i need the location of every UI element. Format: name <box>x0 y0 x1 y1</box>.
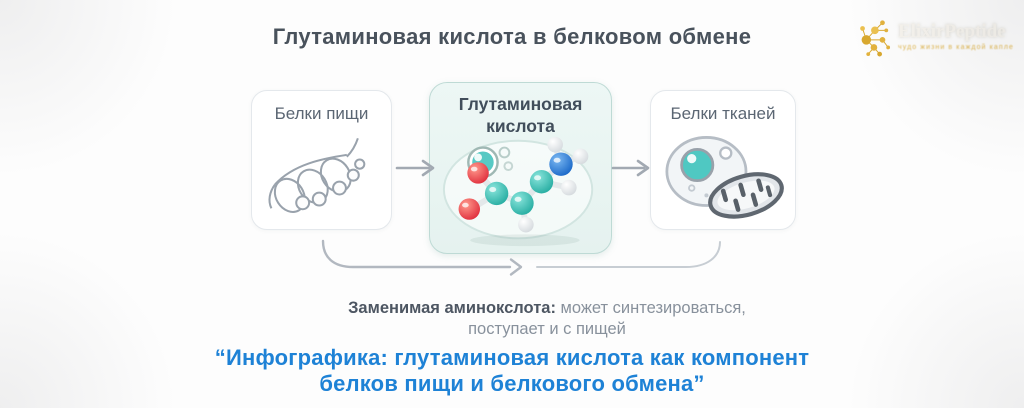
brand-tagline: чудо жизни в каждой капле <box>897 44 1014 52</box>
flow-box-tissue-proteins: Белки тканей <box>650 90 796 230</box>
amino-acid-note: Заменимая аминокслота: может синтезирова… <box>70 298 1024 340</box>
brand-logo: ElixirPeptide чудо жизни в каждой капле <box>854 12 1014 62</box>
cell-mitochondrion-icon <box>665 136 784 219</box>
flow-box-food-proteins: Белки пищи <box>251 90 392 230</box>
caption-line1: “Инфографика: глутаминовая кислота как к… <box>214 345 810 370</box>
protein-helix-icon <box>267 138 365 213</box>
flow-box-label: Глутаминовая кислота <box>458 94 583 136</box>
page-title: Глутаминовая кислота в белковом обмене <box>272 24 752 49</box>
infographic-caption: “Инфографика: глутаминовая кислота как к… <box>0 345 1024 397</box>
caption-line2: белков пищи и белкового обмена” <box>319 371 705 396</box>
note-line2: поступает и с пищей <box>468 320 626 338</box>
flow-box-label: Белки тканей <box>670 104 776 123</box>
molecule-cluster-icon <box>860 20 891 57</box>
note-regular-text: может синтезироваться, <box>555 299 746 317</box>
brand-name: ElixirPeptide <box>897 21 1006 43</box>
glutamic-acid-molecule-icon <box>442 136 593 247</box>
note-bold-text: Заменимая аминокслота: <box>348 299 556 317</box>
flow-box-glutamic-acid: Глутаминовая кислота <box>429 82 612 254</box>
flow-box-label: Белки пищи <box>274 104 369 123</box>
